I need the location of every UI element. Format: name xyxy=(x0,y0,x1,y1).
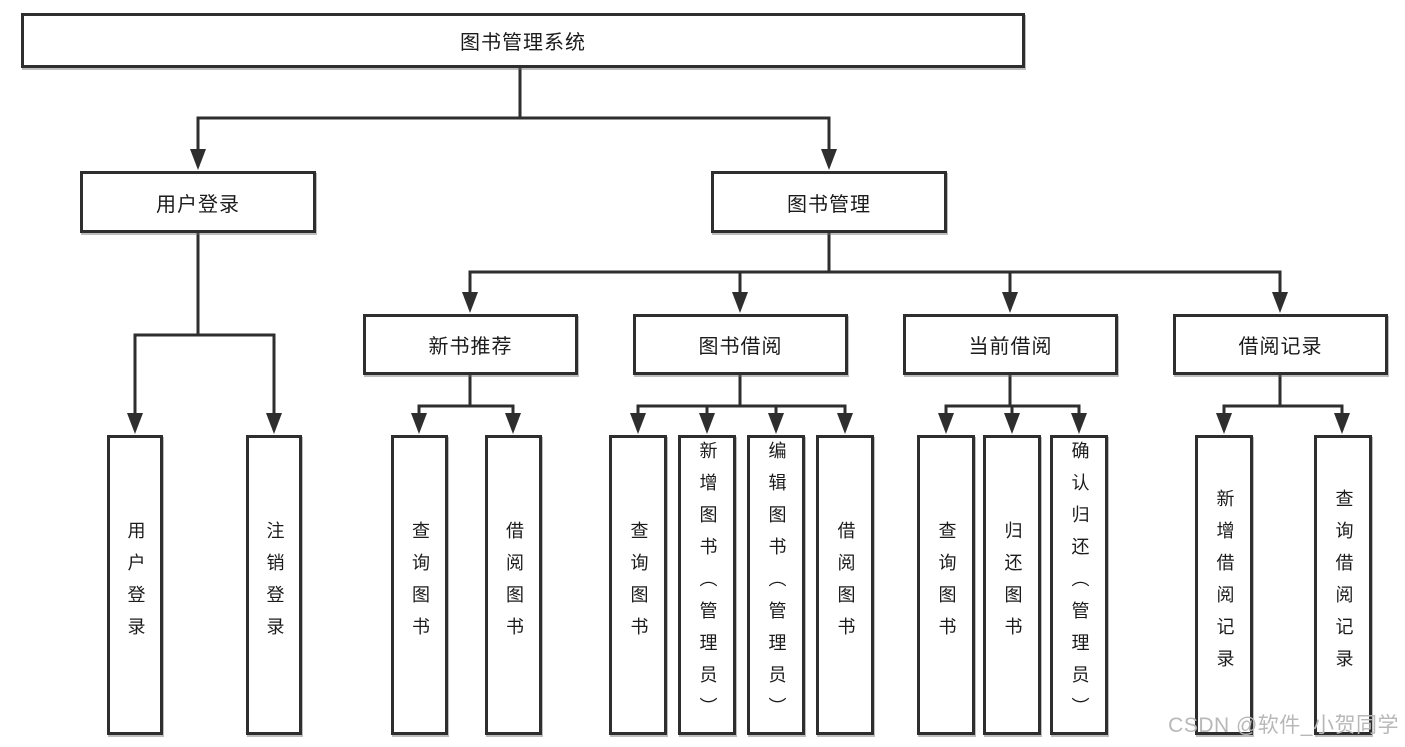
leaf-query-books-current: 查询图书 xyxy=(917,435,975,735)
leaf-query-borrow-record: 查询借阅记录 xyxy=(1314,435,1372,735)
leaf-add-book-admin: 新增图书（管理员） xyxy=(678,435,736,735)
csdn-watermark: CSDN @软件_小贺同学 xyxy=(1168,714,1399,737)
node-current-borrow: 当前借阅 xyxy=(903,314,1118,375)
node-new-book-recommend: 新书推荐 xyxy=(363,314,578,375)
leaf-add-borrow-record: 新增借阅记录 xyxy=(1195,435,1253,735)
leaf-query-books-recommend: 查询图书 xyxy=(391,435,448,735)
node-borrow-records: 借阅记录 xyxy=(1173,314,1388,375)
leaf-borrow-books: 借阅图书 xyxy=(816,435,874,735)
leaf-logout: 注销登录 xyxy=(246,435,302,735)
node-library-management-system: 图书管理系统 xyxy=(21,13,1025,68)
node-book-management: 图书管理 xyxy=(711,171,947,233)
leaf-borrow-books-recommend: 借阅图书 xyxy=(485,435,542,735)
leaf-return-book: 归还图书 xyxy=(983,435,1041,735)
leaf-query-books-borrow: 查询图书 xyxy=(609,435,667,735)
leaf-confirm-return-admin: 确认归还（管理员） xyxy=(1050,435,1108,735)
leaf-edit-book-admin: 编辑图书（管理员） xyxy=(747,435,805,735)
leaf-user-login: 用户登录 xyxy=(107,435,163,735)
node-book-borrow: 图书借阅 xyxy=(633,314,848,375)
node-user-login: 用户登录 xyxy=(80,171,316,233)
